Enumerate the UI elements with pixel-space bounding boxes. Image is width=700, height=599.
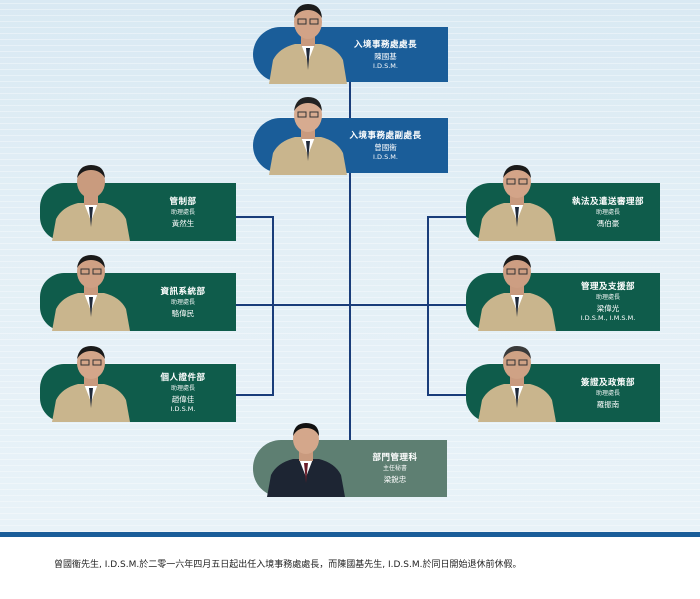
branch-enforcement-portrait — [478, 165, 556, 241]
branch-rank: 助理處長 — [595, 389, 620, 397]
branch-title: 個人證件部 — [160, 373, 206, 383]
branch-person-honours: I.D.S.M. — [170, 405, 196, 413]
branch-visa-and-policies: 簽證及政策部 助理處長 羅振南 — [466, 346, 660, 422]
branch-control: 管制部 助理處長 黃然生 — [40, 165, 236, 241]
branch-enforcement-and-torture-claim: 執法及遣送審理部 助理處長 馮伯豪 — [466, 165, 660, 241]
admin-person-name: 梁銳忠 — [383, 475, 407, 484]
branch-person-honours: I.D.S.M., I.M.S.M. — [580, 314, 636, 322]
branch-title: 管理及支援部 — [580, 282, 635, 292]
org-chart: 入境事務處處長 陳國基 I.D.S.M. 入境事務處副處長 曾國衞 I.D.S.… — [0, 0, 700, 532]
branch-title: 資訊系統部 — [160, 286, 206, 297]
branch-person-name: 駱偉民 — [171, 308, 195, 318]
branch-person-name: 梁偉光 — [596, 304, 620, 313]
branch-rank: 助理處長 — [595, 208, 620, 216]
branch-person-name: 黃然生 — [171, 218, 195, 228]
departmental-administration-node: 部門管理科 主任秘書 梁銳忠 — [253, 423, 447, 497]
deputy-title: 入境事務處副處長 — [349, 130, 422, 141]
branch-rank: 助理處長 — [170, 298, 195, 306]
admin-portrait — [267, 423, 345, 497]
director-node: 入境事務處處長 陳國基 I.D.S.M. — [253, 4, 448, 84]
deputy-honours: I.D.S.M. — [373, 152, 398, 161]
footnote: 曾國衞先生, I.D.S.M.於二零一六年四月五日起出任入境事務處處長，而陳國基… — [54, 560, 522, 570]
deputy-node: 入境事務處副處長 曾國衞 I.D.S.M. — [253, 97, 448, 175]
branch-title: 簽證及政策部 — [580, 377, 635, 388]
branch-information-systems: 資訊系統部 助理處長 駱偉民 — [40, 255, 236, 331]
director-name: 陳國基 — [374, 51, 397, 61]
director-title: 入境事務處處長 — [353, 39, 417, 50]
branch-title: 執法及遣送審理部 — [571, 196, 644, 207]
admin-title: 部門管理科 — [372, 453, 418, 463]
director-portrait — [269, 4, 347, 84]
footer-divider — [0, 532, 700, 537]
branch-personal-documentation: 個人證件部 助理處長 趙偉佳 I.D.S.M. — [40, 346, 236, 422]
branch-visa-portrait — [478, 346, 556, 422]
branch-rank: 助理處長 — [595, 294, 620, 301]
branch-person-name: 羅振南 — [596, 399, 620, 409]
deputy-portrait — [269, 97, 347, 175]
director-honours: I.D.S.M. — [373, 61, 398, 70]
branch-rank: 助理處長 — [170, 385, 195, 392]
branch-person-name: 馮伯豪 — [596, 218, 620, 228]
branch-management-and-support: 管理及支援部 助理處長 梁偉光 I.D.S.M., I.M.S.M. — [466, 255, 660, 331]
branch-personal-documentation-portrait — [52, 346, 130, 422]
branch-title: 管制部 — [169, 196, 197, 207]
branch-control-portrait — [52, 165, 130, 241]
branch-management-portrait — [478, 255, 556, 331]
branch-rank: 助理處長 — [170, 208, 195, 216]
admin-rank: 主任秘書 — [382, 465, 407, 472]
branch-person-name: 趙偉佳 — [171, 395, 195, 404]
branch-information-systems-portrait — [52, 255, 130, 331]
deputy-name: 曾國衞 — [374, 142, 397, 152]
